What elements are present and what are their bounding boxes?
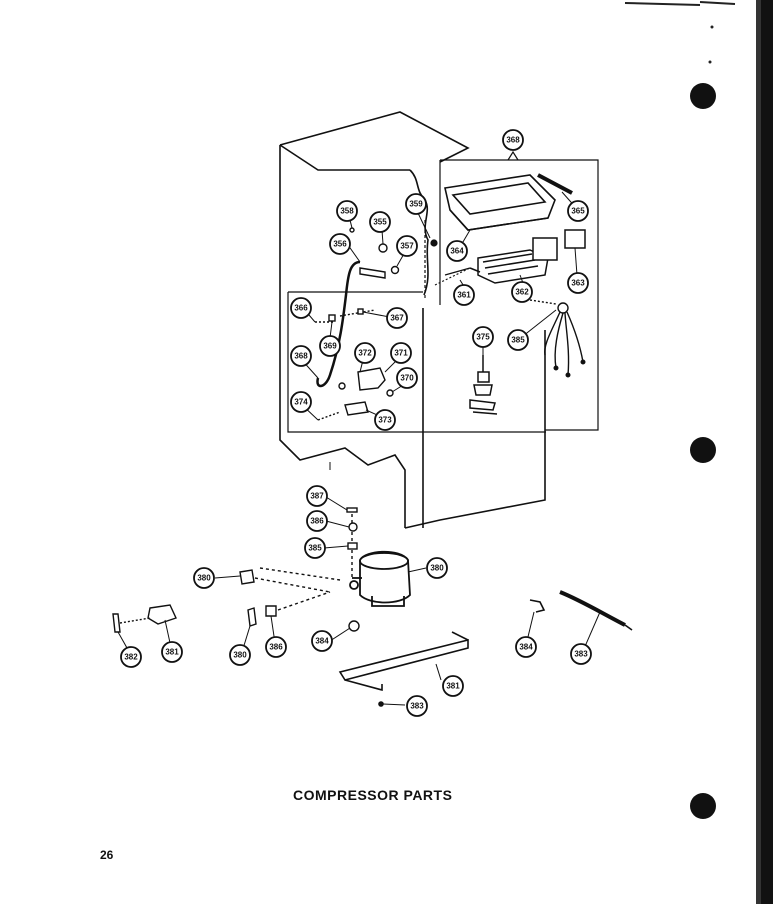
callout-label: 383 — [410, 702, 424, 711]
compressor-hardware — [346, 507, 358, 580]
callout-label: 380 — [233, 651, 247, 660]
callout-label: 357 — [400, 242, 414, 251]
callout-374: 374 — [290, 391, 312, 413]
diagram-caption: COMPRESSOR PARTS — [293, 787, 453, 803]
callout-label: 380 — [197, 574, 211, 583]
callout-382: 382 — [120, 646, 142, 668]
callout-363: 363 — [567, 272, 589, 294]
callout-label: 385 — [511, 336, 525, 345]
control-box — [287, 291, 546, 433]
right-parts — [529, 590, 633, 631]
callout-356: 356 — [329, 233, 351, 255]
callout-label: 384 — [315, 637, 329, 646]
wire-harness — [529, 299, 586, 378]
callout-373: 373 — [374, 409, 396, 431]
callout-380-compressor: 380 — [426, 557, 448, 579]
callout-label: 373 — [378, 416, 392, 425]
callout-383-screw: 383 — [406, 695, 428, 717]
base-plate — [338, 631, 469, 707]
ice-maker-cover — [564, 229, 586, 249]
callout-380-relay: 380 — [193, 567, 215, 589]
page-edge — [624, 0, 773, 904]
callout-label: 375 — [476, 333, 490, 342]
callout-label: 381 — [165, 648, 179, 657]
callout-386-upper: 386 — [306, 510, 328, 532]
icemaker-box — [439, 150, 599, 431]
callout-385-grommet: 385 — [304, 537, 326, 559]
callout-380-clip: 380 — [229, 644, 251, 666]
ice-maker-assembly — [469, 237, 558, 284]
control-parts — [315, 308, 394, 421]
callout-label: 368 — [506, 136, 520, 145]
callout-358: 358 — [336, 200, 358, 222]
callout-label: 387 — [310, 492, 324, 501]
callout-361: 361 — [453, 284, 475, 306]
callout-371: 371 — [390, 342, 412, 364]
binder-hole-middle — [690, 437, 716, 463]
callout-370: 370 — [396, 367, 418, 389]
callout-372: 372 — [354, 342, 376, 364]
callout-label: 370 — [400, 374, 414, 383]
callout-label: 385 — [308, 544, 322, 553]
callout-384-grommet: 384 — [311, 630, 333, 652]
fill-tube — [424, 220, 471, 300]
callouts: 368 358 355 359 356 357 364 365 363 361 … — [120, 129, 592, 717]
callout-label: 363 — [571, 279, 585, 288]
cabinet-outline — [279, 111, 546, 529]
callout-386-lower: 386 — [265, 636, 287, 658]
callout-357: 357 — [396, 235, 418, 257]
callout-label: 355 — [373, 218, 387, 227]
callout-label: 362 — [515, 288, 529, 297]
callout-label: 361 — [457, 291, 471, 300]
callout-label: 374 — [294, 398, 308, 407]
callout-367-upper: 367 — [386, 307, 408, 329]
callout-368-top: 368 — [502, 129, 524, 151]
callout-label: 381 — [446, 682, 460, 691]
callout-label: 356 — [333, 240, 347, 249]
callout-359: 359 — [405, 193, 427, 215]
callout-label: 384 — [519, 643, 533, 652]
callout-label: 383 — [574, 650, 588, 659]
compressor — [349, 550, 411, 607]
callout-label: 369 — [323, 342, 337, 351]
callout-384-clip: 384 — [515, 636, 537, 658]
ice-bin-bar — [537, 173, 573, 195]
ice-bin — [444, 174, 556, 231]
callout-375: 375 — [472, 326, 494, 348]
callout-366: 366 — [290, 297, 312, 319]
callout-387: 387 — [306, 485, 328, 507]
callout-label: 380 — [430, 564, 444, 573]
callout-355: 355 — [369, 211, 391, 233]
water-valve — [469, 355, 498, 415]
callout-label: 358 — [340, 207, 354, 216]
page-number: 26 — [100, 848, 114, 862]
callout-label: 368 — [294, 352, 308, 361]
callout-label: 372 — [358, 349, 372, 358]
top-fittings — [349, 227, 400, 279]
callout-label: 386 — [269, 643, 283, 652]
callout-365: 365 — [567, 200, 589, 222]
callout-label: 382 — [124, 653, 138, 662]
callout-368-left: 368 — [290, 345, 312, 367]
callout-label: 371 — [394, 349, 408, 358]
binder-holes — [690, 83, 716, 819]
callout-381-cover: 381 — [161, 641, 183, 663]
callout-369: 369 — [319, 335, 341, 357]
binder-hole-bottom — [690, 793, 716, 819]
relay-parts — [112, 567, 360, 633]
callout-label: 365 — [571, 207, 585, 216]
callout-362: 362 — [511, 281, 533, 303]
callout-385-harness: 385 — [507, 329, 529, 351]
callout-label: 367 — [390, 314, 404, 323]
callout-label: 366 — [294, 304, 308, 313]
callout-label: 364 — [450, 247, 464, 256]
callout-label: 386 — [310, 517, 324, 526]
callout-label: 359 — [409, 200, 423, 209]
callout-381-plate: 381 — [442, 675, 464, 697]
drain-tube — [316, 260, 361, 388]
callout-383-tube: 383 — [570, 643, 592, 665]
binder-hole-top — [690, 83, 716, 109]
callout-364: 364 — [446, 240, 468, 262]
